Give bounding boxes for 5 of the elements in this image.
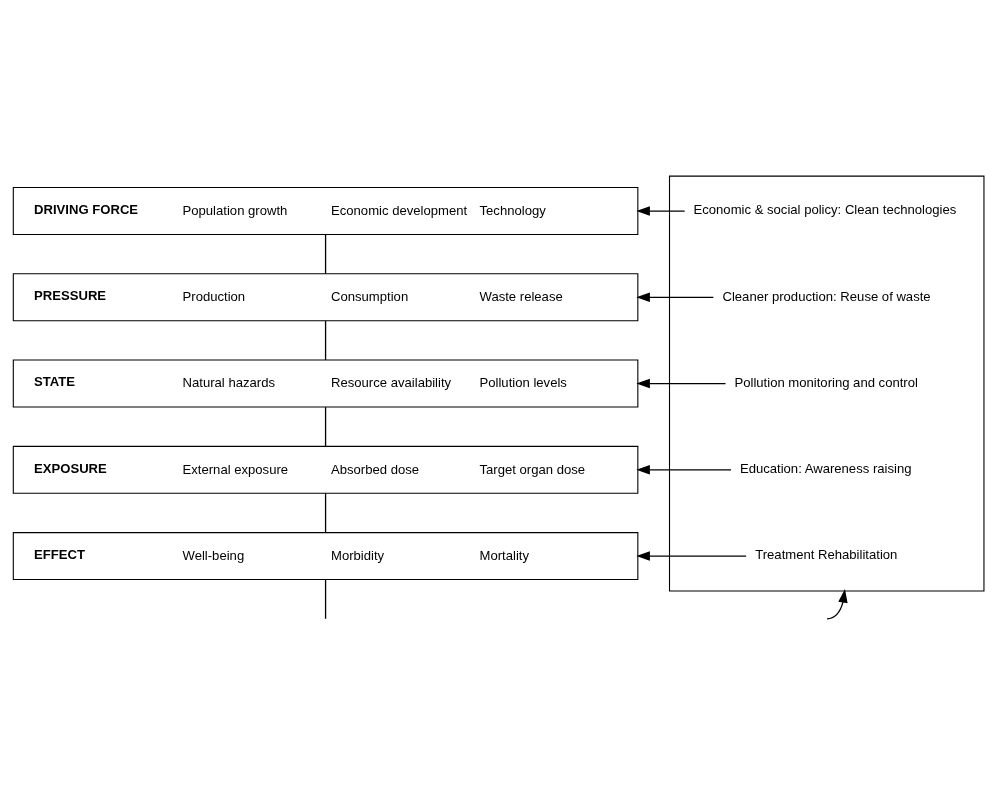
node-text: Cleaner production: Reuse of waste <box>722 288 931 304</box>
node-text: Pollution monitoring and control <box>734 374 918 390</box>
node-text: Education: Awareness raising <box>739 460 912 476</box>
node-text: Treatment Rehabilitation <box>755 546 898 562</box>
node-text: Economic & social policy: Clean technologies <box>693 201 957 217</box>
